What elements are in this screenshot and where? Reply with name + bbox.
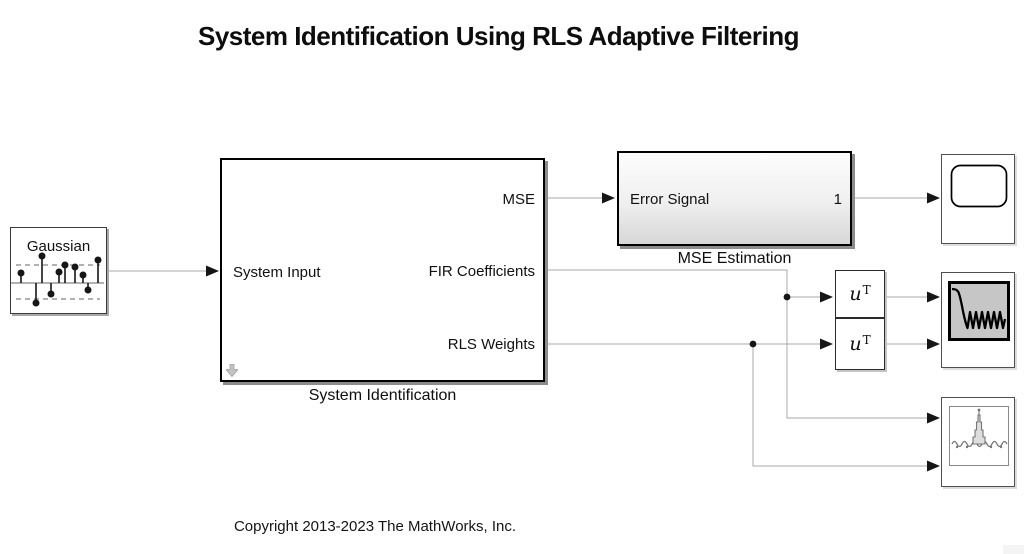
transpose-top-label: uT: [849, 283, 871, 305]
model-title: System Identification Using RLS Adaptive…: [197, 21, 800, 51]
wire-transpose-bottom-arrowhead[interactable]: [927, 338, 940, 350]
junction-dot-fir[interactable]: [783, 293, 791, 301]
wire-fir-branch-to-coeff-plot[interactable]: [786, 297, 927, 419]
wire-fir-branch-arrowhead[interactable]: [927, 412, 940, 424]
port-label-rls-weights: RLS Weights: [447, 336, 535, 353]
error-scope-block[interactable]: [941, 154, 1015, 244]
port-label-error-signal: Error Signal: [630, 191, 710, 208]
port-label-output-1: 1: [833, 191, 842, 208]
gaussian-noise-stem-icon: [11, 252, 104, 307]
port-label-mse: MSE: [502, 191, 535, 208]
wire-rls-arrowhead[interactable]: [820, 338, 833, 350]
wire-gaussian-arrowhead[interactable]: [206, 265, 219, 277]
wire-scope-arrowhead[interactable]: [927, 192, 940, 204]
copyright-annotation: Copyright 2013-2023 The MathWorks, Inc.: [233, 518, 517, 535]
subsystem-link-down-arrow-icon[interactable]: [226, 364, 238, 377]
wire-fir-coefficients[interactable]: [545, 269, 820, 298]
transpose-bottom-block[interactable]: uT: [835, 318, 885, 370]
lowpass-magnitude-response-icon: [948, 281, 1010, 341]
sinc-spectrum-plot-icon: [949, 406, 1009, 466]
wire-fir-arrowhead[interactable]: [820, 291, 833, 303]
system-identification-block[interactable]: System Input MSE FIR Coefficients RLS We…: [220, 158, 545, 382]
system-identification-name[interactable]: System Identification: [308, 387, 457, 404]
wire-transpose-top-arrowhead[interactable]: [927, 291, 940, 303]
mse-estimation-block[interactable]: Error Signal 1: [617, 151, 852, 246]
coefficients-plot-block[interactable]: [941, 397, 1015, 487]
wire-rls-branch-arrowhead[interactable]: [927, 460, 940, 472]
transpose-bottom-label: uT: [849, 333, 871, 355]
scope-screen-icon: [950, 164, 1008, 208]
transpose-top-block[interactable]: uT: [835, 270, 885, 318]
port-label-system-input: System Input: [233, 264, 321, 281]
mse-estimation-name[interactable]: MSE Estimation: [677, 250, 792, 267]
wire-rls-branch-to-coeff-plot[interactable]: [752, 344, 927, 467]
junction-dot-rls[interactable]: [749, 340, 757, 348]
wire-mse-arrowhead[interactable]: [602, 192, 615, 204]
gaussian-source-block[interactable]: Gaussian: [10, 227, 107, 314]
gaussian-label: Gaussian: [26, 238, 91, 255]
filter-visualization-block[interactable]: [941, 272, 1015, 368]
port-label-fir-coefficients: FIR Coefficients: [428, 263, 535, 280]
corner-watermark: [1003, 545, 1024, 554]
